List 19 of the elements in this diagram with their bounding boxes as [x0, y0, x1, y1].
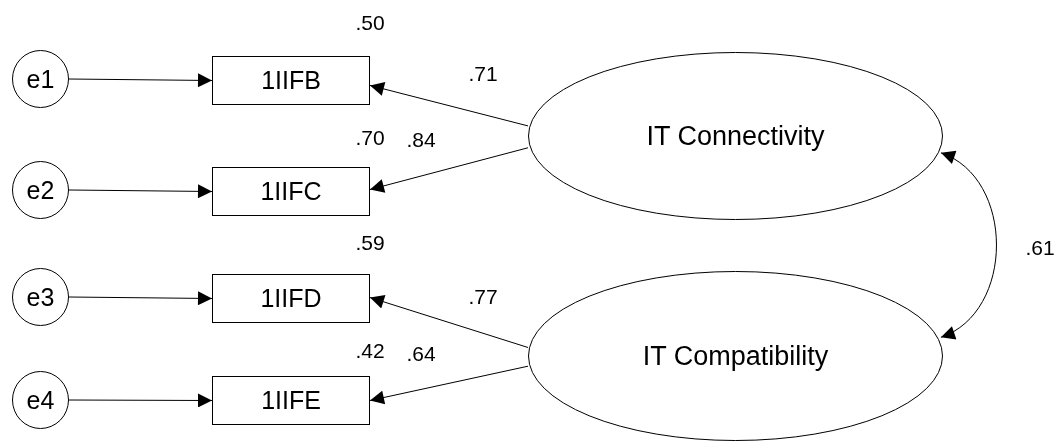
path-arrow [68, 184, 213, 199]
path-arrow [68, 73, 213, 88]
path-arrow [369, 82, 529, 127]
path-arrow [369, 365, 529, 405]
error-term-circle: e1 [12, 50, 69, 108]
observed-variable-box: 1IIFD [212, 274, 370, 323]
error-term-circle: e3 [12, 268, 69, 326]
path-arrow [369, 295, 529, 348]
latent-variable-ellipse: IT Compatibility [528, 271, 943, 441]
error-term-circle: e2 [12, 161, 69, 219]
error-term-circle: e4 [12, 371, 69, 429]
path-arrow [68, 291, 213, 306]
observed-variable-box: 1IIFE [212, 376, 370, 425]
path-arrow [68, 393, 213, 408]
observed-variable-box: 1IIFC [212, 167, 370, 216]
observed-variable-box: 1IIFB [212, 56, 370, 105]
path-arrow [369, 147, 529, 193]
covariance-arrow [940, 152, 997, 338]
latent-variable-ellipse: IT Connectivity [528, 52, 943, 220]
